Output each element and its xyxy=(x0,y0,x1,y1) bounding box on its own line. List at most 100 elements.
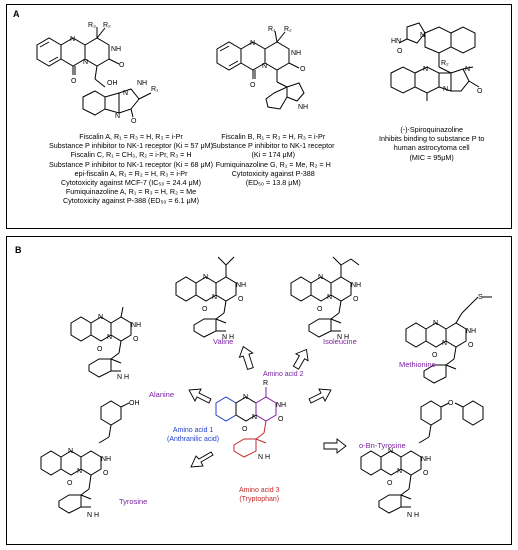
caption-line: Cytotoxicity against P-388 xyxy=(231,168,315,178)
caption-line: Substance P inhibitor to NK-1 receptor (… xyxy=(49,141,214,151)
arrow-to-methionine xyxy=(308,388,332,404)
fiscalin-a-structure: R₃ R₂ N NH O N O OH N NH R₁ N O xyxy=(36,22,159,125)
svg-text:N: N xyxy=(203,274,208,281)
svg-text:O: O xyxy=(250,82,256,89)
svg-text:O: O xyxy=(97,346,103,353)
svg-text:OH: OH xyxy=(107,80,118,87)
svg-text:S: S xyxy=(478,294,483,301)
fiscalin-b-caption: Fiscalin B, R₁ = R₃ = H, R₃ = i-Pr Subst… xyxy=(212,132,335,187)
svg-text:O: O xyxy=(202,306,208,313)
svg-text:N: N xyxy=(397,468,402,475)
fiscalin-b-structure: R₁ R₂ N NH N O O NH xyxy=(216,26,308,111)
svg-text:O: O xyxy=(468,342,474,349)
svg-text:O: O xyxy=(103,470,109,477)
svg-text:N: N xyxy=(327,294,332,301)
caption-line: Cytotoxicity against MCF-7 (IC₅₀ = 24.4 … xyxy=(60,178,202,188)
caption-line: Fumiquinazoline A, R₁ = R₃ = H, R₂ = Me xyxy=(65,187,197,197)
svg-text:O: O xyxy=(353,296,359,303)
svg-text:NH: NH xyxy=(137,80,147,87)
svg-text:N: N xyxy=(318,274,323,281)
svg-text:O: O xyxy=(432,352,438,359)
svg-text:N: N xyxy=(252,414,257,421)
svg-text:N H: N H xyxy=(87,512,99,519)
svg-text:N H: N H xyxy=(117,374,129,381)
svg-text:NH: NH xyxy=(131,322,141,329)
svg-text:N H: N H xyxy=(407,512,419,519)
svg-text:N H: N H xyxy=(258,454,270,461)
svg-text:N: N xyxy=(465,66,470,73)
methionine-derivative-structure: S N N NH O O xyxy=(405,294,492,384)
amino-acid-2-label: Amino acid 2 xyxy=(263,371,304,378)
arrow-to-valine xyxy=(238,345,254,370)
svg-text:N: N xyxy=(98,314,103,321)
svg-text:N: N xyxy=(433,320,438,327)
svg-text:NH: NH xyxy=(421,456,431,463)
svg-text:N H: N H xyxy=(337,334,349,341)
svg-text:N: N xyxy=(243,394,248,401)
caption-line: Fiscalin B, R₁ = R₃ = H, R₃ = i-Pr xyxy=(221,132,326,141)
svg-text:N: N xyxy=(115,113,120,120)
svg-text:N: N xyxy=(442,340,447,347)
panel-b: B N N NH O O N H N N NH O O N H xyxy=(6,236,512,545)
svg-text:N: N xyxy=(68,448,73,455)
svg-text:NH: NH xyxy=(236,282,246,289)
svg-text:N: N xyxy=(77,468,82,475)
panel-a-label: A xyxy=(13,9,20,19)
methionine-label: Methionine xyxy=(399,360,436,369)
svg-text:O: O xyxy=(67,480,73,487)
arrow-to-isoleucine xyxy=(292,348,309,370)
svg-text:N: N xyxy=(388,448,393,455)
svg-text:R: R xyxy=(263,380,268,387)
bn-tyrosine-derivative-structure: O N N NH O O N H xyxy=(360,400,484,519)
svg-text:NH: NH xyxy=(291,50,301,57)
svg-text:NH: NH xyxy=(101,456,111,463)
svg-text:N: N xyxy=(123,90,128,97)
caption-line: Substance P inhibitor to NK-1 receptor xyxy=(212,141,335,151)
tyrosine-derivative-structure: OH N N NH O O N H xyxy=(40,400,140,519)
caption-line: Cytotoxicity against P-388 (ED₅₀ = 6.1 μ… xyxy=(62,196,200,206)
svg-text:O: O xyxy=(397,48,403,55)
alanine-derivative-structure: N N NH O O N H xyxy=(70,306,141,381)
svg-text:R₁: R₁ xyxy=(151,86,159,93)
svg-text:O: O xyxy=(477,88,483,95)
svg-text:N: N xyxy=(83,59,88,66)
valine-label: Valine xyxy=(213,337,234,346)
svg-text:N: N xyxy=(250,40,255,47)
svg-text:R₁: R₁ xyxy=(268,26,276,33)
svg-text:O: O xyxy=(317,306,323,313)
svg-text:O: O xyxy=(238,296,244,303)
svg-text:OH: OH xyxy=(129,400,140,407)
svg-text:O: O xyxy=(119,62,125,69)
valine-derivative-structure: N N NH O O N H xyxy=(175,256,246,341)
amino-acid-3-label: Amino acid 3 (Tryptophan) xyxy=(239,487,279,504)
central-scaffold-structure: R NH O N N O N H xyxy=(215,380,286,461)
svg-text:O: O xyxy=(242,426,248,433)
svg-text:N: N xyxy=(420,32,425,39)
svg-text:O: O xyxy=(423,470,429,477)
svg-text:O: O xyxy=(71,78,77,85)
aa3-name: Amino acid 3 xyxy=(239,487,280,494)
caption-line: (-)-Spiroquinazoline xyxy=(400,125,464,134)
svg-text:N: N xyxy=(262,63,267,70)
svg-text:NH: NH xyxy=(298,104,308,111)
svg-text:NH: NH xyxy=(351,282,361,289)
caption-line: (ED₅₀ = 13.8 μM) xyxy=(245,178,301,188)
fiscalin-a-caption: Fiscalin A, R₁ = R₃ = H, R₃ = i-Pr Subst… xyxy=(49,132,213,206)
isoleucine-derivative-structure: N N NH O O N H xyxy=(290,256,361,341)
svg-text:NH: NH xyxy=(111,46,121,53)
caption-line: epi-fiscalin A, R₁ = R₂ = H, R₃ = i-Pr xyxy=(74,168,188,178)
caption-line: human astrocytoma cell xyxy=(393,143,470,153)
svg-text:NH: NH xyxy=(466,328,476,335)
svg-text:N: N xyxy=(212,294,217,301)
svg-text:O: O xyxy=(448,400,454,407)
svg-text:NH: NH xyxy=(276,402,286,409)
panel-b-label: B xyxy=(15,245,22,255)
spiroquinazoline-caption: (-)-Spiroquinazoline Inhibits binding to… xyxy=(379,125,484,162)
panel-a: A R₃ R₂ N NH O N O OH N NH R₁ N O xyxy=(6,4,512,229)
caption-line: Fiscalin A, R₁ = R₃ = H, R₃ = i-Pr xyxy=(79,132,183,141)
svg-text:O: O xyxy=(387,480,393,487)
bn-tyrosine-label: o-Bn-Tyrosine xyxy=(359,441,406,450)
arrow-to-bn-tyrosine xyxy=(323,438,347,454)
svg-text:N: N xyxy=(107,334,112,341)
amino-acid-1-label: Amino acid 1 (Anthranilic acid) xyxy=(167,427,219,444)
